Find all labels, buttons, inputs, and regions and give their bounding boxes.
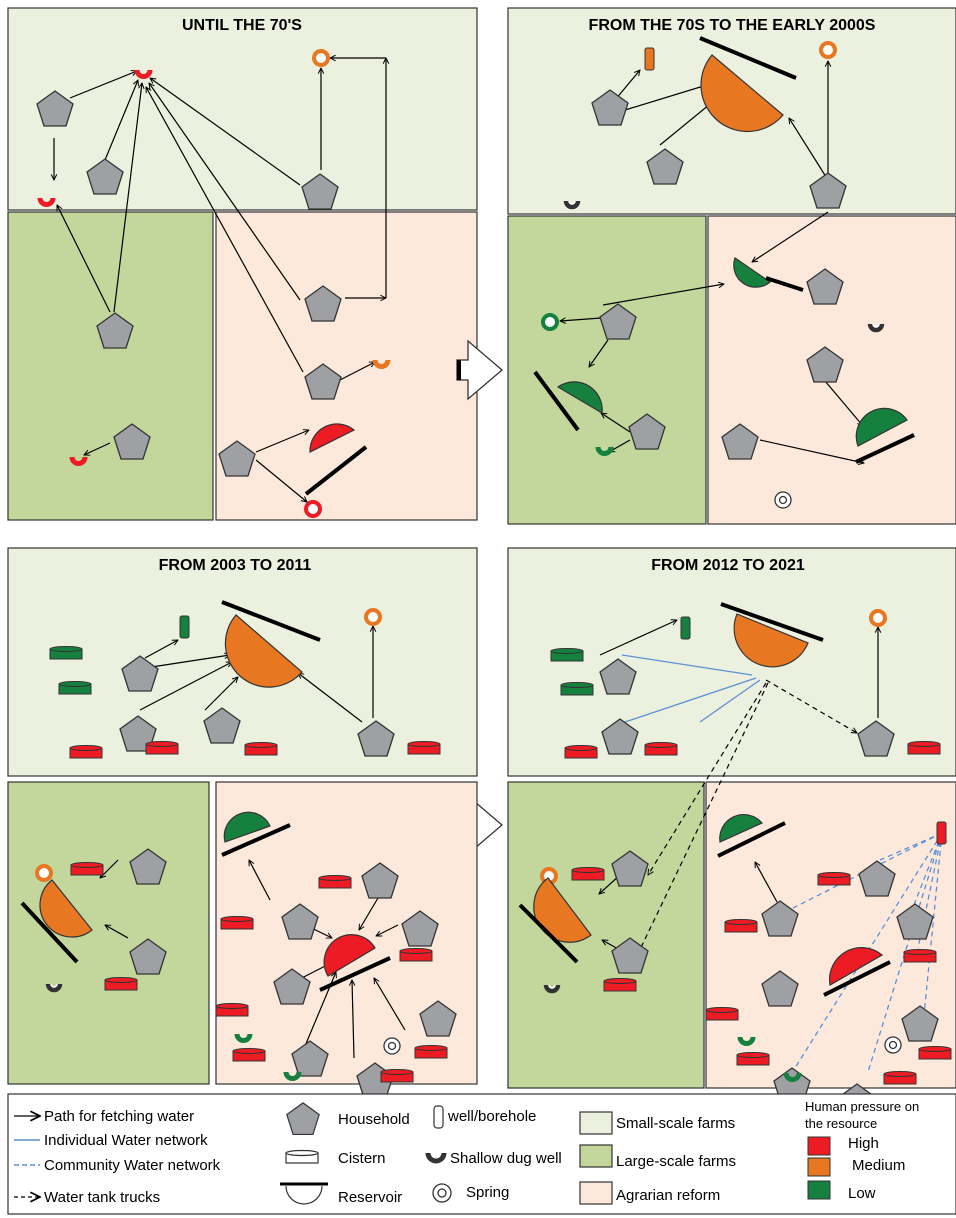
spring-icon [819, 41, 837, 59]
reservoir-icon [699, 36, 797, 133]
reservoir-icon [533, 370, 603, 432]
dug-well-icon [783, 1072, 802, 1082]
dug-well-icon [543, 984, 561, 994]
spring-icon [35, 864, 53, 882]
well-icon [680, 616, 691, 640]
reservoir-icon [221, 811, 291, 857]
cistern-icon [285, 1149, 319, 1164]
medium-pressure-swatch [807, 1157, 831, 1177]
reservoir-icon [280, 1182, 328, 1205]
dug-well-icon [234, 1033, 253, 1043]
spring-icon [432, 1183, 452, 1203]
dug-well-icon [69, 456, 88, 466]
spring-icon [869, 609, 887, 627]
zone-large-farms [507, 215, 707, 525]
dug-well-icon [737, 1036, 756, 1046]
legend-small-farms-label: Small-scale farms [616, 1115, 735, 1132]
well-icon [644, 47, 655, 71]
legend-medium-label: Medium [852, 1157, 905, 1174]
dug-well-icon [568, 200, 576, 205]
dug-well-icon [595, 446, 614, 456]
spring-icon [312, 49, 330, 67]
panel-title: FROM THE 70S TO THE EARLY 2000S [589, 17, 876, 34]
legend-high-label: High [848, 1135, 879, 1152]
reservoir-icon [221, 600, 321, 688]
reservoir-icon [733, 257, 804, 292]
panel-title: FROM 2003 TO 2011 [159, 557, 312, 574]
reservoir-icon [518, 877, 592, 964]
period-arrow [456, 339, 504, 401]
well-icon [936, 821, 947, 845]
zone-large-farms [7, 211, 214, 521]
zone-small-farms [7, 7, 478, 211]
water-tank-trucks [635, 679, 857, 960]
legend-dug-well-label: Shallow dug well [450, 1150, 562, 1167]
legend-pressure-title: Human pressure on [805, 1099, 919, 1114]
dug-well-icon [283, 1071, 302, 1081]
reservoir-icon [304, 423, 368, 496]
legend: Path for fetching water Individual Water… [7, 1093, 956, 1215]
small-farms-swatch [579, 1111, 613, 1135]
panel-title: UNTIL THE 70'S [182, 17, 302, 34]
reservoir-icon [717, 814, 786, 858]
high-pressure-swatch [807, 1136, 831, 1156]
cisterns [550, 648, 952, 1085]
spring-icon [541, 313, 559, 331]
large-farms-swatch [579, 1144, 613, 1168]
spring-icon [364, 608, 382, 626]
panel-until-70s: UNTIL THE 70'S [7, 7, 478, 521]
legend-reservoir-label: Reservoir [338, 1189, 402, 1206]
legend-large-farms-label: Large-scale farms [616, 1153, 736, 1170]
dug-well-icon [372, 359, 391, 369]
dug-well-icon [867, 323, 885, 333]
legend-cistern-label: Cistern [338, 1150, 386, 1167]
panel-70s-to-2000s: FROM THE 70S TO THE EARLY 2000S [507, 7, 956, 525]
spring-icon [774, 491, 792, 509]
reservoir-icon [855, 407, 915, 464]
legend-community-label: Community Water network [44, 1157, 221, 1174]
dug-well-icon [872, 323, 880, 328]
fetch-paths [54, 58, 386, 502]
fetch-paths [560, 61, 864, 463]
dug-well-icon [563, 200, 581, 210]
panel-2012-2021: FROM 2012 TO 2021 [507, 547, 956, 1120]
dug-well-icon [45, 983, 63, 993]
reservoir-icon [20, 879, 93, 964]
low-pressure-swatch [807, 1180, 831, 1200]
dug-well-icon [425, 1152, 447, 1164]
zone-agrarian-reform [215, 211, 478, 521]
panel-2003-2011: FROM 2003 TO 2011 [7, 547, 478, 1099]
legend-well-label: well/borehole [447, 1108, 536, 1125]
dug-well-icon [134, 69, 153, 79]
legend-pressure-title-2: the resource [805, 1116, 877, 1131]
zone-large-farms [507, 781, 705, 1089]
legend-low-label: Low [848, 1185, 876, 1202]
spring-icon [304, 500, 322, 518]
reservoir-icon [319, 934, 391, 992]
well-icon [433, 1105, 444, 1129]
legend-agrarian-label: Agrarian reform [616, 1187, 720, 1204]
reservoir-icon [823, 947, 891, 997]
zone-large-farms [7, 781, 210, 1085]
legend-trucks-label: Water tank trucks [44, 1189, 160, 1206]
spring-icon [884, 1036, 902, 1054]
legend-individual-label: Individual Water network [44, 1132, 208, 1149]
legend-spring-label: Spring [466, 1184, 509, 1201]
dug-well-icon [37, 197, 56, 207]
reservoir-icon [720, 602, 824, 668]
well-icon [179, 615, 190, 639]
legend-path-label: Path for fetching water [44, 1108, 194, 1125]
dug-well-icon [548, 984, 556, 989]
fetch-paths [599, 620, 878, 951]
cisterns [49, 646, 448, 1083]
legend-household-label: Household [338, 1111, 410, 1128]
individual-water-network [621, 654, 761, 723]
agrarian-swatch [579, 1181, 613, 1205]
spring-icon [383, 1037, 401, 1055]
panel-title: FROM 2012 TO 2021 [651, 557, 805, 574]
dug-well-icon [50, 983, 58, 988]
